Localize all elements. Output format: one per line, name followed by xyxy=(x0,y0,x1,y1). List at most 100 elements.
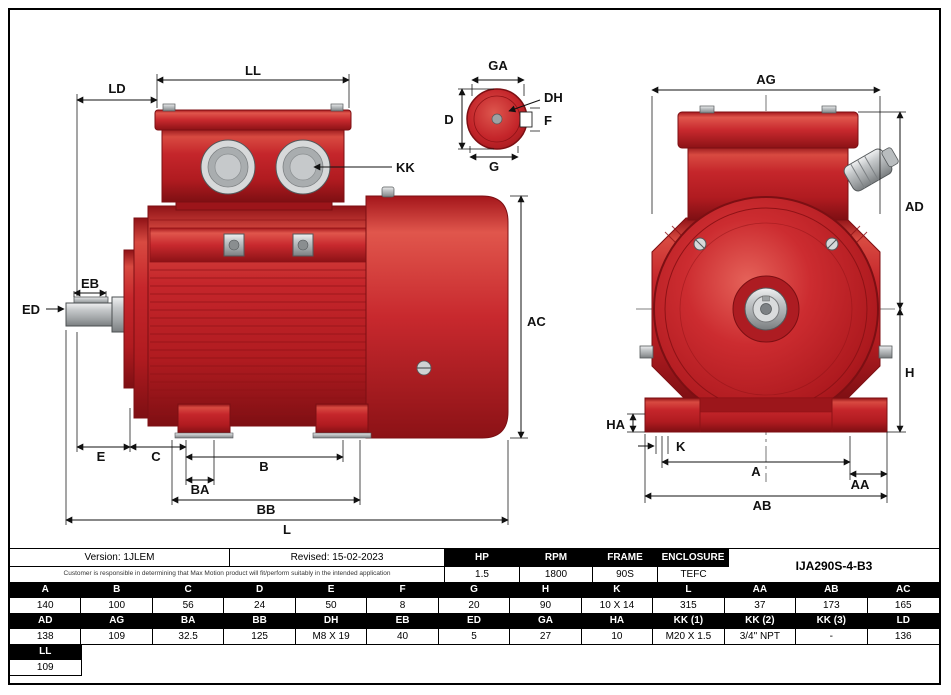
model-number-cell: IJA290S-4-B3 xyxy=(729,549,939,583)
dim-header: AB xyxy=(796,583,868,598)
dim-value: - xyxy=(796,629,868,645)
spec-header-rpm: RPM xyxy=(520,549,593,567)
dim-value: 100 xyxy=(81,598,153,614)
dim-header-row-2: AD AG BA BB DH EB ED GA HA KK (1) KK (2)… xyxy=(10,614,939,629)
dim-header: G xyxy=(438,583,511,598)
dim-value: 8 xyxy=(367,598,439,614)
dim-header: D xyxy=(224,583,296,598)
face-screw-right xyxy=(825,237,839,251)
spec-value-frame: 90S xyxy=(593,567,658,583)
side-bolt-right xyxy=(878,345,893,359)
dim-label-ag: AG xyxy=(756,72,776,87)
dim-header: KK (2) xyxy=(724,614,797,629)
empty-cell xyxy=(81,645,939,660)
cable-gland-left xyxy=(200,139,256,195)
dim-label-ll: LL xyxy=(245,63,261,78)
dim-header: AG xyxy=(81,614,153,629)
lifting-screw xyxy=(381,186,395,198)
dim-label-l: L xyxy=(283,522,291,537)
dim-header-row-1: A B C D E F G H K L AA AB AC xyxy=(10,583,939,598)
dim-header: LD xyxy=(867,614,939,629)
motor-shaft xyxy=(65,296,131,333)
dim-value: 3/4" NPT xyxy=(724,629,797,645)
dim-label-bb: BB xyxy=(257,502,276,517)
side-view-dimensions: LL LD KK AC ED EB E C B BA BB L xyxy=(22,63,546,537)
cable-connector xyxy=(843,147,899,192)
dim-label-e: E xyxy=(97,449,106,464)
dim-header: KK (3) xyxy=(796,614,868,629)
shaft-detail-dimensions: GA D DH F G xyxy=(444,58,562,174)
dim-value: 50 xyxy=(295,598,368,614)
dim-header: GA xyxy=(510,614,582,629)
front-feet xyxy=(644,397,888,433)
dim-label-eb: EB xyxy=(81,276,99,291)
dim-header: AD xyxy=(10,614,82,629)
dim-value-row-3: 109 xyxy=(10,660,939,676)
version-cell: Version: 1JLEM xyxy=(10,549,230,567)
spec-section: Version: 1JLEM Revised: 15-02-2023 HP RP… xyxy=(10,549,939,583)
dim-label-ld: LD xyxy=(108,81,125,96)
front-view-dimensions: AG AD H HA K A AA AB xyxy=(606,72,924,513)
dim-header: K xyxy=(581,583,654,598)
dim-label-ad: AD xyxy=(905,199,924,214)
dim-header: F xyxy=(367,583,439,598)
spec-value-rpm: 1800 xyxy=(520,567,593,583)
dim-label-a: A xyxy=(751,464,761,479)
dim-label-d: D xyxy=(444,112,453,127)
cable-gland-right xyxy=(275,139,331,195)
dim-value: 109 xyxy=(10,660,82,676)
dim-value: 5 xyxy=(438,629,511,645)
dim-value: 109 xyxy=(81,629,153,645)
fan-cover xyxy=(365,195,509,439)
dim-value: 165 xyxy=(867,598,939,614)
dim-label-ba: BA xyxy=(191,482,210,497)
mounting-feet xyxy=(174,403,372,439)
end-bell xyxy=(123,217,151,419)
dim-value: 20 xyxy=(438,598,511,614)
dim-value: 37 xyxy=(724,598,797,614)
motor-front-view xyxy=(636,95,902,482)
dim-value: 40 xyxy=(367,629,439,645)
dim-value: 32.5 xyxy=(152,629,225,645)
dim-header: L xyxy=(653,583,725,598)
dim-label-k: K xyxy=(676,439,686,454)
revised-cell: Revised: 15-02-2023 xyxy=(230,549,445,567)
dim-header: KK (1) xyxy=(653,614,725,629)
dim-label-ha: HA xyxy=(606,417,625,432)
front-face xyxy=(639,196,893,422)
dim-label-ab: AB xyxy=(753,498,772,513)
table-bottom-spacer xyxy=(10,676,939,683)
dim-header: E xyxy=(295,583,368,598)
dim-value: M20 X 1.5 xyxy=(653,629,725,645)
dim-value: 10 X 14 xyxy=(581,598,654,614)
dim-label-aa: AA xyxy=(851,477,870,492)
dim-value: 56 xyxy=(152,598,225,614)
shaft-cross-section xyxy=(466,88,533,150)
dim-header: LL xyxy=(10,645,82,660)
dim-value: 173 xyxy=(796,598,868,614)
dim-value-row-1: 140 100 56 24 50 8 20 90 10 X 14 315 37 … xyxy=(10,598,939,614)
dim-header: EB xyxy=(367,614,439,629)
dim-header-row-3: LL xyxy=(10,645,939,660)
dim-value-row-2: 138 109 32.5 125 M8 X 19 40 5 27 10 M20 … xyxy=(10,629,939,645)
dim-value: 315 xyxy=(653,598,725,614)
side-bolt-left xyxy=(639,345,654,359)
dimension-table: Version: 1JLEM Revised: 15-02-2023 HP RP… xyxy=(10,548,939,683)
dim-header: BA xyxy=(152,614,225,629)
disclaimer-text: Customer is responsible in determining t… xyxy=(10,567,445,583)
dim-header: HA xyxy=(581,614,654,629)
dim-value: 10 xyxy=(581,629,654,645)
dim-label-h: H xyxy=(905,365,914,380)
dim-value: 140 xyxy=(10,598,82,614)
empty-cell xyxy=(81,660,939,676)
motor-side-view xyxy=(65,103,509,439)
dim-value: 27 xyxy=(510,629,582,645)
dim-header: H xyxy=(510,583,582,598)
shaft-keyway xyxy=(519,111,533,128)
dim-label-f: F xyxy=(544,113,552,128)
dim-value: M8 X 19 xyxy=(295,629,368,645)
dim-header: A xyxy=(10,583,82,598)
dim-header: ED xyxy=(438,614,511,629)
dim-header: C xyxy=(152,583,225,598)
sheet-frame: LL LD KK AC ED EB E C B BA BB L xyxy=(8,8,941,685)
